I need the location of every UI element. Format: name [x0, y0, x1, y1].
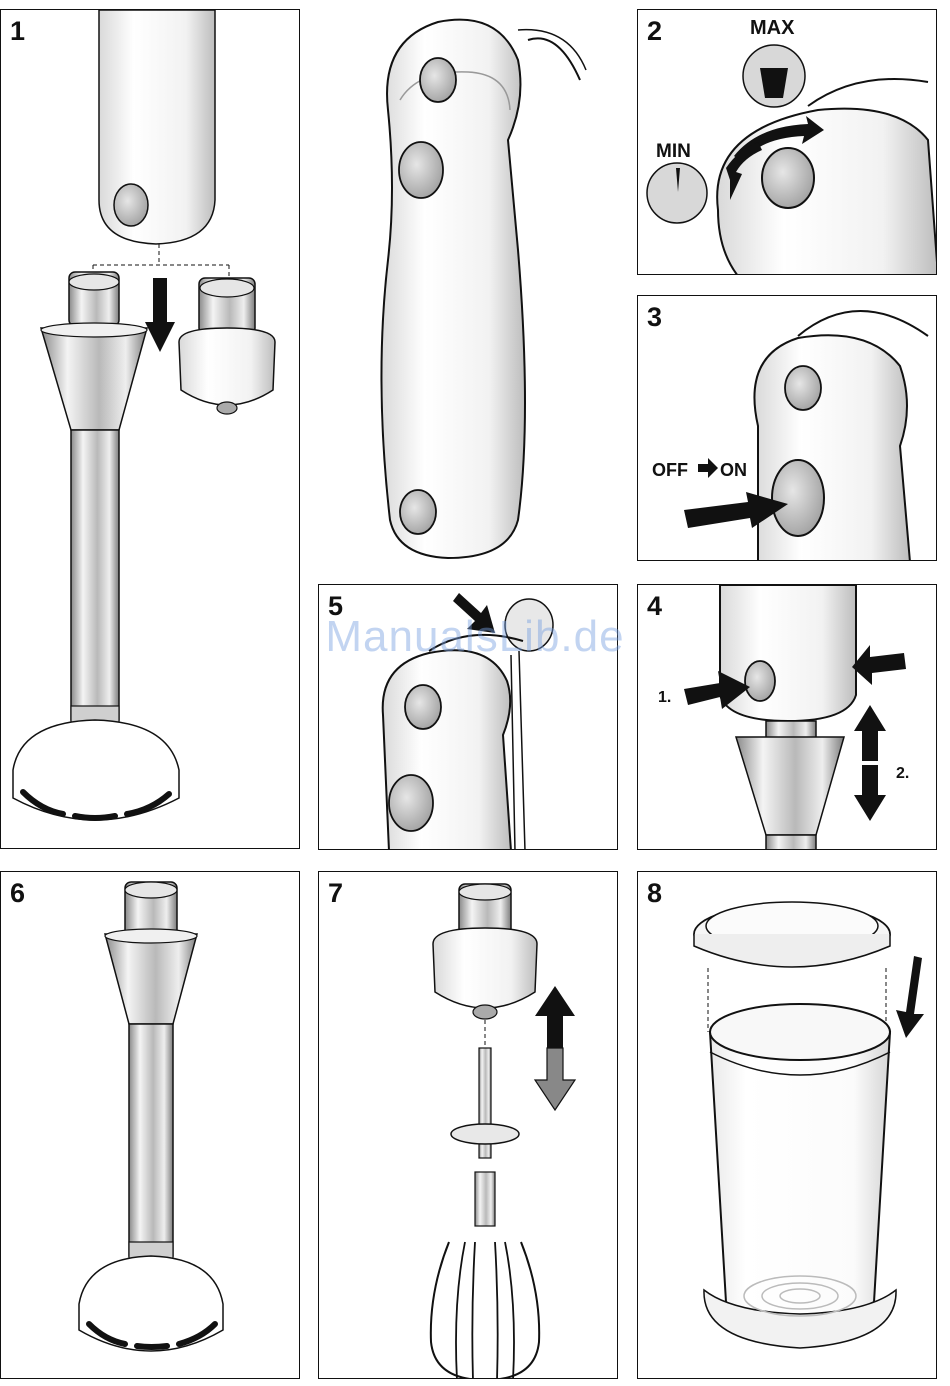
step-number: 5: [328, 591, 343, 622]
off-label: OFF: [652, 460, 688, 481]
max-label: MAX: [750, 17, 794, 40]
step-6-panel: 6: [0, 871, 300, 1379]
whisk-assembly-illustration: [319, 872, 618, 1379]
min-label: MIN: [656, 141, 691, 163]
step-number: 4: [647, 591, 662, 622]
motor-unit-attach-illustration: [1, 10, 300, 849]
on-label: ON: [720, 460, 747, 481]
blender-foot-illustration: [1, 872, 300, 1379]
step-number: 2: [647, 16, 662, 47]
second-step-label: 2.: [896, 765, 909, 783]
step-number: 1: [10, 16, 25, 47]
wall-mount-illustration: [319, 585, 618, 850]
beaker-lid-illustration: [638, 872, 937, 1379]
step-number: 8: [647, 878, 662, 909]
hand-blender-overview: [318, 0, 618, 570]
first-step-label: 1.: [658, 689, 671, 707]
step-number: 7: [328, 878, 343, 909]
step-2-panel: 2 MAX MIN: [637, 9, 937, 275]
step-1-panel: 1: [0, 9, 300, 849]
detach-illustration: [638, 585, 937, 850]
step-3-panel: 3 OFF ON: [637, 295, 937, 561]
step-4-panel: 4 1. 2.: [637, 584, 937, 850]
step-5-panel: 5: [318, 584, 618, 850]
step-number: 6: [10, 878, 25, 909]
step-8-panel: 8: [637, 871, 937, 1379]
on-switch-illustration: [638, 296, 937, 561]
step-number: 3: [647, 302, 662, 333]
step-7-panel: 7: [318, 871, 618, 1379]
